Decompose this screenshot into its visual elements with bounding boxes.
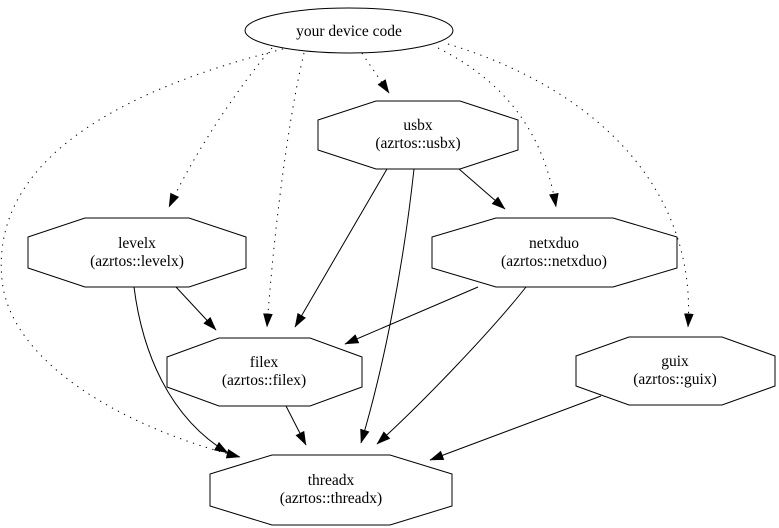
edge-usbx-threadx: [360, 168, 415, 444]
edge-device-filex: [263, 52, 305, 328]
usbx-octagon: [317, 100, 519, 170]
node-guix: guix (azrtos::guix): [575, 336, 776, 406]
edge-device-guix: [447, 43, 694, 328]
threadx-octagon: [209, 454, 453, 526]
edge-levelx-threadx: [133, 286, 229, 454]
edge-netxduo-threadx: [376, 286, 527, 445]
guix-label-line2: (azrtos::guix): [633, 371, 717, 388]
edge-netxduo-filex: [344, 286, 479, 345]
usbx-label-line2: (azrtos::usbx): [375, 135, 460, 152]
usbx-label-line1: usbx: [403, 117, 433, 134]
device-code-ellipse: [244, 7, 454, 54]
edge-usbx-filex: [294, 168, 388, 328]
node-threadx: threadx (azrtos::threadx): [209, 454, 453, 526]
filex-octagon: [166, 337, 363, 407]
netxduo-label-line2: (azrtos::netxduo): [501, 253, 607, 270]
node-usbx: usbx (azrtos::usbx): [317, 100, 519, 170]
edge-filex-threadx: [285, 405, 307, 446]
threadx-label-line1: threadx: [308, 472, 355, 489]
edge-levelx-filex: [175, 286, 217, 331]
edge-device-usbx: [361, 52, 390, 94]
device-code-label: your device code: [296, 23, 402, 40]
filex-label-line1: filex: [250, 354, 279, 371]
netxduo-octagon: [431, 217, 678, 288]
netxduo-label-line1: netxduo: [529, 235, 579, 252]
node-device-code: your device code: [244, 7, 454, 54]
levelx-octagon: [27, 217, 247, 288]
node-levelx: levelx (azrtos::levelx): [27, 217, 247, 288]
edge-guix-threadx: [429, 395, 602, 461]
edge-usbx-netxduo: [458, 168, 506, 210]
edge-group: [0, 43, 694, 461]
edge-device-threadx: [0, 48, 284, 459]
threadx-label-line2: (azrtos::threadx): [280, 490, 382, 507]
levelx-label-line2: (azrtos::levelx): [90, 253, 184, 270]
guix-label-line1: guix: [661, 353, 689, 370]
edge-device-levelx: [168, 47, 273, 208]
filex-label-line2: (azrtos::filex): [222, 372, 306, 389]
node-netxduo: netxduo (azrtos::netxduo): [431, 217, 678, 288]
guix-octagon: [575, 336, 776, 406]
levelx-label-line1: levelx: [118, 235, 156, 252]
node-filex: filex (azrtos::filex): [166, 337, 363, 407]
edge-device-netxduo: [437, 47, 559, 208]
